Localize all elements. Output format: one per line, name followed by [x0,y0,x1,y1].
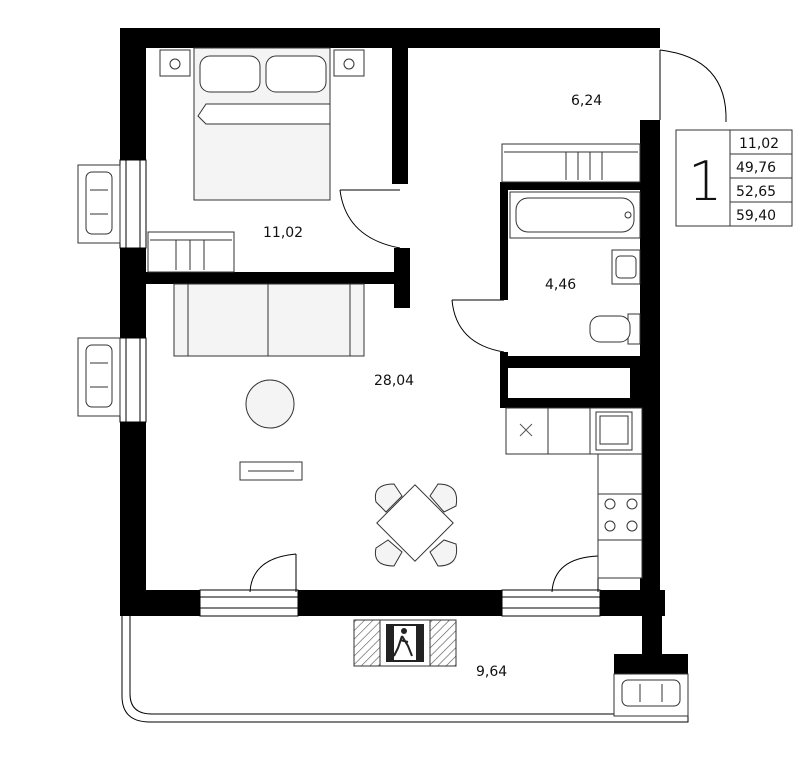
dining-set [374,483,458,567]
wall-right [640,120,660,616]
nightstand [333,49,365,77]
wardrobe-hall [501,143,641,183]
wall-bedroom-hall [392,28,408,184]
bedroom-area-label: 11,02 [263,225,303,241]
balcony-door-left [249,553,297,593]
legend-value: 49,76 [736,160,776,176]
wall-bath-top [500,182,644,190]
windows [119,159,601,617]
window-living-bottom-left [199,589,299,617]
window-living [119,337,147,423]
wall-bath-left-low [500,352,508,406]
air-conditioner-icon [613,673,689,717]
balcony-door-right [551,555,599,593]
blanket [197,103,331,125]
wardrobe-bedroom [147,231,235,273]
wall-balcony-corner [614,654,688,674]
lamp-icon [169,58,181,70]
wall-right-stub [642,615,662,657]
wall-bedroom-bottom [120,272,410,284]
window-bedroom [119,159,147,249]
balcony-area-label: 9,64 [476,664,507,680]
pillow [199,55,261,93]
entrance-door-gap [640,48,660,120]
legend-value: 52,65 [736,184,776,200]
wall-bath-bottom [500,356,644,368]
lamp-icon [343,58,355,70]
entrance-door [659,49,727,123]
bathroom-area-label: 4,46 [545,277,576,293]
legend-value: 11,02 [739,136,779,152]
pillow [265,55,327,93]
wall-closet-right [630,356,644,408]
kitchen-counter-side [597,453,643,579]
wall-top [120,28,660,48]
furniture [147,47,643,579]
air-conditioner-icon [77,164,121,244]
emergency-exit-sign-icon [353,619,457,667]
wall-left [120,28,146,615]
air-conditioner-icon [77,337,121,417]
ac-units [77,164,689,717]
hall-area-label: 6,24 [571,93,602,109]
living-area-label: 28,04 [374,373,414,389]
doors [249,48,727,593]
stove [604,498,638,532]
coffee-table [245,379,295,429]
sofa [173,283,365,357]
wall-closet-bottom [500,398,644,408]
wall-bath-left-top [500,182,508,300]
bedroom-door [339,189,401,249]
window-living-bottom-right [501,589,601,617]
area-legend: 1 11,02 49,76 52,65 59,40 [675,129,793,227]
bathroom-door [451,299,505,353]
legend-value: 59,40 [736,208,776,224]
balcony [121,616,689,723]
rooms-count: 1 [688,150,722,213]
